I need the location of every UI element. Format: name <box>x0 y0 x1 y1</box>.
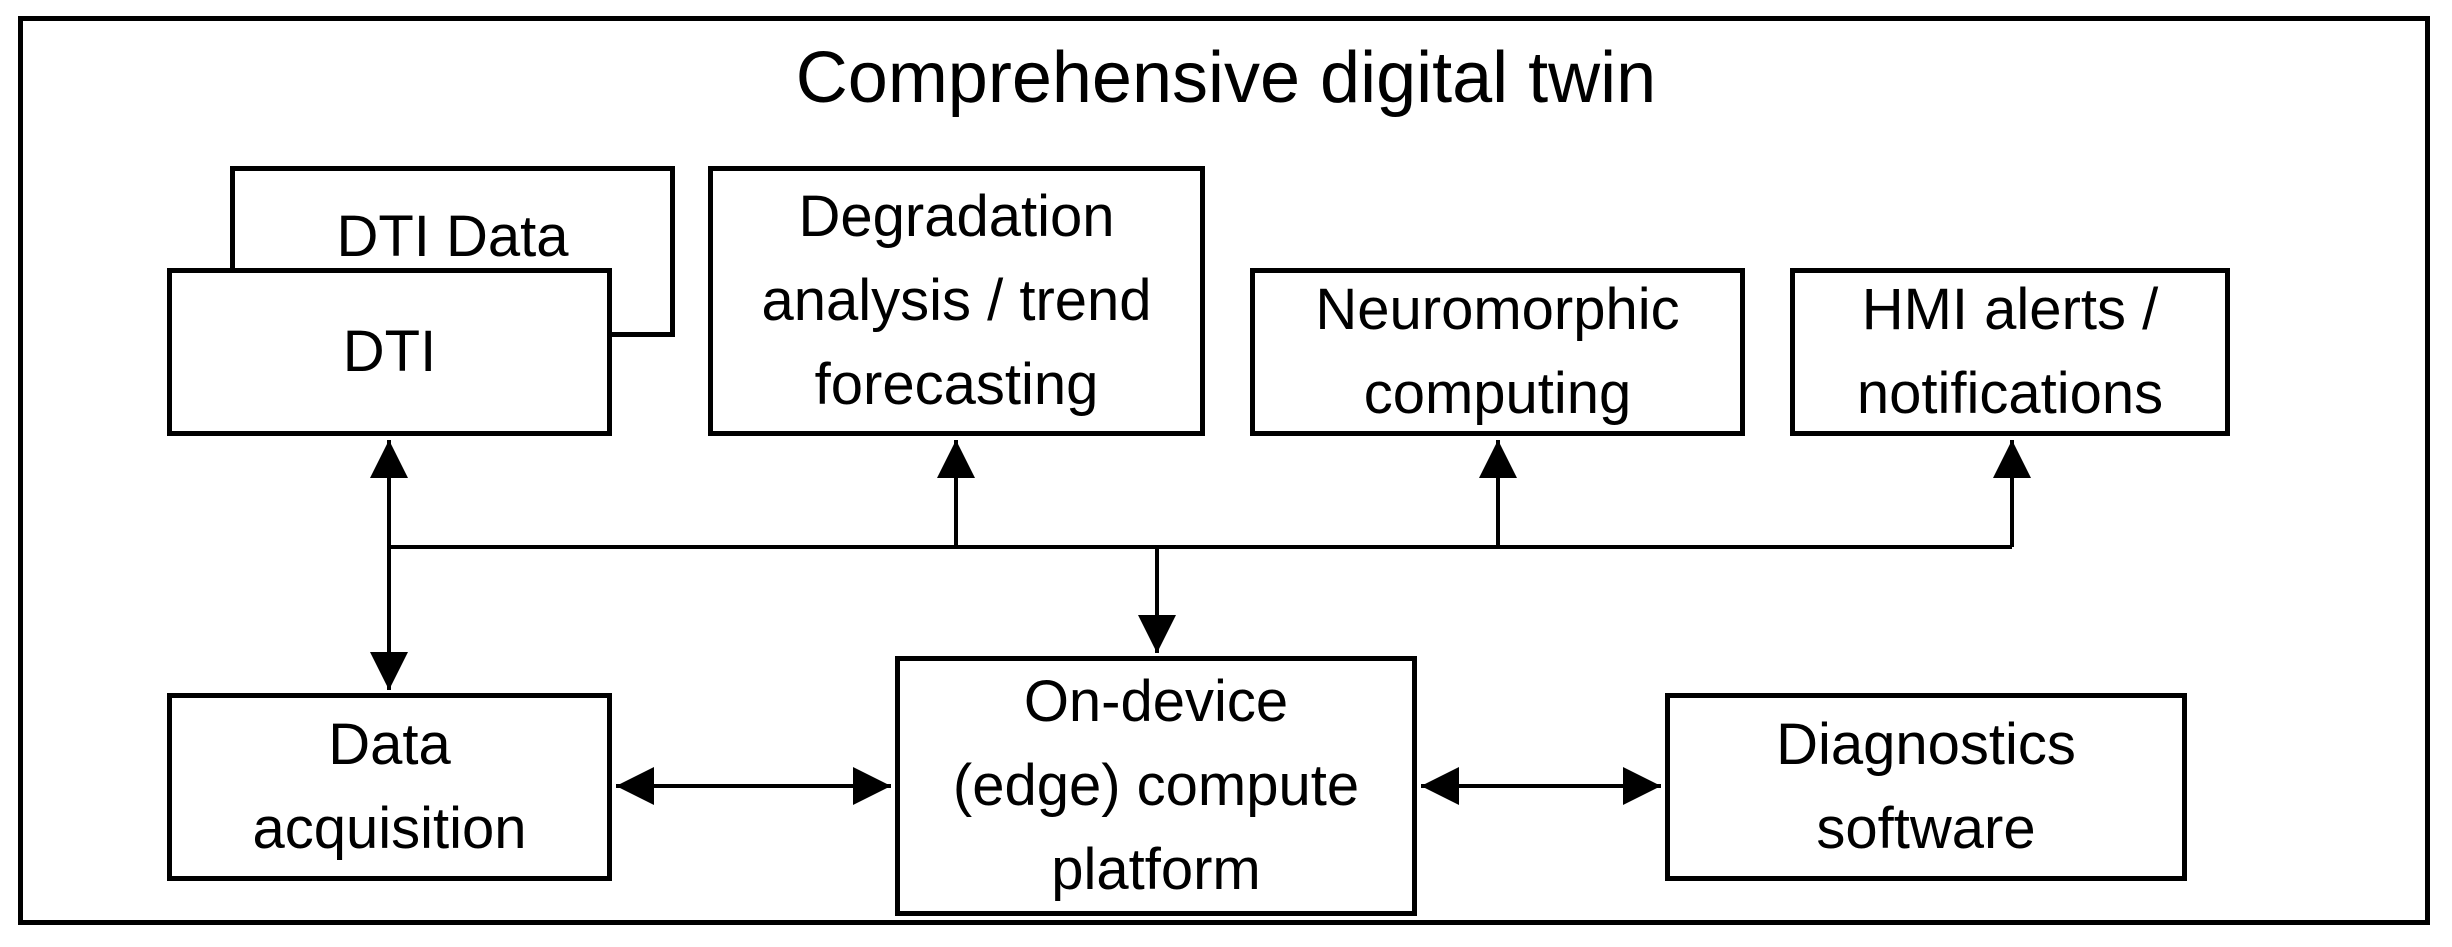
node-neuromorphic-label: Neuromorphic computing <box>1315 277 1680 426</box>
node-edge-compute: On-device (edge) compute platform <box>895 656 1417 916</box>
diagram-frame <box>18 16 2430 925</box>
node-data-acquisition-label: Data acquisition <box>252 712 527 861</box>
node-data-acquisition: Data acquisition <box>167 693 612 881</box>
node-dti-data-label: DTI Data <box>336 204 569 269</box>
node-diagnostics: Diagnostics software <box>1665 693 2187 881</box>
diagram-title: Comprehensive digital twin <box>795 38 1657 118</box>
node-diagnostics-label: Diagnostics software <box>1776 712 2076 861</box>
node-edge-compute-label: On-device (edge) compute platform <box>952 669 1360 902</box>
node-degradation-label: Degradation analysis / trend forecasting <box>761 184 1152 417</box>
node-dti: DTI <box>167 268 612 436</box>
node-hmi: HMI alerts / notifications <box>1790 268 2230 436</box>
node-hmi-label: HMI alerts / notifications <box>1856 277 2164 426</box>
node-degradation: Degradation analysis / trend forecasting <box>708 166 1205 436</box>
node-neuromorphic: Neuromorphic computing <box>1250 268 1745 436</box>
node-dti-label: DTI <box>342 319 437 384</box>
